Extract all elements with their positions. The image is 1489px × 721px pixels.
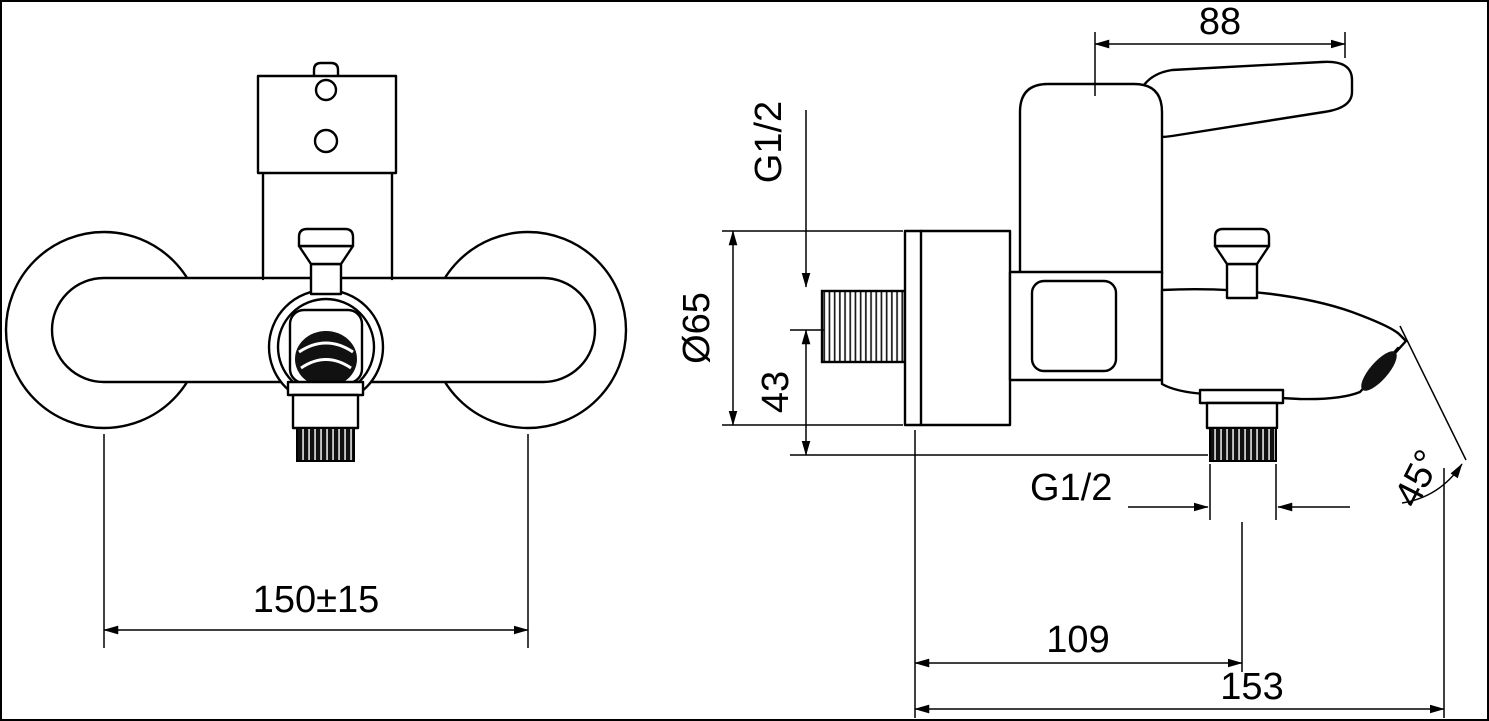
outlet-body (1205, 401, 1279, 430)
outlet-body (291, 393, 360, 430)
dim-inlet-to-outlet: 43 (755, 329, 1208, 456)
angle-arc (1401, 463, 1463, 504)
dim-spout-angle-label: 45° (1387, 443, 1451, 513)
shower-outlet-side (1198, 388, 1285, 462)
dim-lever-length: 88 (1094, 1, 1346, 96)
outlet-collar (1198, 388, 1285, 405)
handle-detail-circle-top (314, 78, 338, 102)
outlet-thread (1209, 427, 1277, 462)
dim-wall-to-outlet-label: 109 (1046, 619, 1109, 661)
shower-outlet-front (286, 380, 365, 462)
inlet-union (820, 289, 907, 364)
spout (1160, 287, 1408, 401)
dim-wall-to-spout-tip: 153 (914, 468, 1445, 718)
knob-taper (297, 244, 355, 266)
knob-taper (1213, 244, 1271, 266)
extension-lines (1209, 464, 1277, 520)
knob-cap (1213, 227, 1271, 248)
dim-inlet-to-outlet-label: 43 (755, 371, 797, 413)
aerator-mesh-line (298, 341, 354, 354)
dim-outlet-thread: G1/2 (1030, 464, 1350, 520)
dim-escutcheon-diameter: Ø65 (676, 230, 903, 426)
aerator-mesh-line (300, 358, 352, 370)
dim-inlet-thread-label: G1/2 (748, 101, 790, 183)
knob-stem (309, 262, 343, 296)
dim-spout-angle: 45° (1387, 325, 1467, 514)
dim-wall-to-outlet: 109 (914, 430, 1243, 718)
wall-escutcheon (903, 229, 1012, 427)
dim-mounting-distance: 150±15 (103, 434, 529, 648)
valve-body-inner (1030, 279, 1118, 373)
handle-lever (1136, 60, 1354, 139)
diverter-knob-front (297, 227, 355, 296)
dim-outlet-thread-label: G1/2 (1030, 467, 1112, 509)
knob-stem (1225, 262, 1259, 300)
dim-lever-length-label: 88 (1199, 1, 1241, 43)
aerator-side (1361, 351, 1397, 391)
outlet-thread (296, 427, 355, 462)
handle-dome (1018, 82, 1164, 274)
dim-mounting-distance-label: 150±15 (253, 579, 380, 621)
dim-wall-to-spout-tip-label: 153 (1220, 666, 1283, 708)
front-view: 150±15 (4, 61, 628, 648)
knob-cap (297, 227, 355, 248)
handle-neck-front (261, 170, 394, 281)
outlet-collar (286, 380, 365, 397)
handle-detail-circle-bottom (313, 128, 339, 154)
angle-reference-line (1399, 325, 1467, 461)
side-view: 88 G1/2 Ø65 43 G1/2 (676, 1, 1467, 718)
extension-lines (914, 430, 1243, 718)
diverter-knob-side (1213, 227, 1271, 300)
extension-lines (103, 434, 529, 648)
handle-tab-front (312, 61, 340, 76)
dim-escutcheon-diameter-label: Ø65 (676, 292, 718, 364)
dim-inlet-thread: G1/2 (748, 101, 811, 288)
extension-lines (722, 230, 903, 426)
